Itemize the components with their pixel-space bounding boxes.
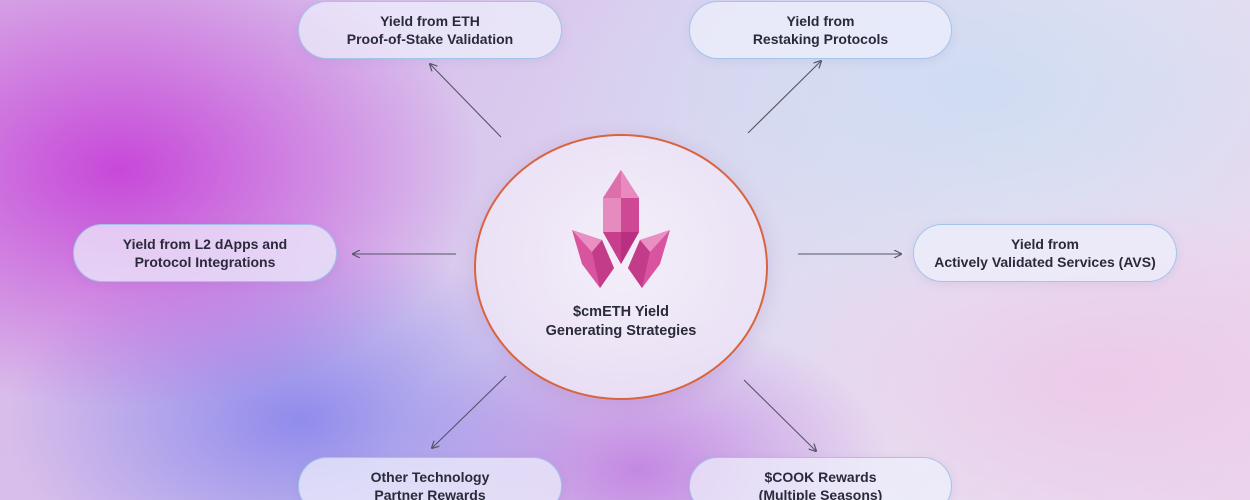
node-eth-pos-line1: Yield from ETH: [380, 13, 480, 29]
node-restaking-line2: Restaking Protocols: [752, 31, 889, 47]
node-restaking-protocols: Yield from Restaking Protocols: [689, 1, 952, 59]
node-eth-pos-validation: Yield from ETH Proof-of-Stake Validation: [298, 1, 562, 59]
center-label: $cmETH Yield Generating Strategies: [474, 303, 768, 341]
node-partner-line2: Partner Rewards: [374, 487, 486, 500]
arrow-to-restaking: [747, 61, 821, 134]
node-avs-line1: Yield from: [1011, 236, 1079, 252]
node-cook-line2: (Multiple Seasons): [758, 487, 883, 500]
node-avs: Yield from Actively Validated Services (…: [913, 224, 1177, 282]
node-cook-rewards: $COOK Rewards (Multiple Seasons): [689, 457, 952, 500]
node-l2-line1: Yield from L2 dApps and: [122, 236, 288, 252]
arrow-to-eth-pos: [430, 64, 502, 138]
node-partner-line1: Other Technology: [370, 469, 490, 485]
center-node: $cmETH Yield Generating Strategies: [474, 134, 768, 400]
node-eth-pos-line2: Proof-of-Stake Validation: [346, 31, 514, 47]
node-avs-line2: Actively Validated Services (AVS): [934, 254, 1156, 270]
gem-logo-icon: [572, 170, 670, 288]
node-cook-line1: $COOK Rewards: [764, 469, 877, 485]
center-title-line2: Generating Strategies: [545, 323, 697, 339]
node-restaking-line1: Yield from: [786, 13, 855, 29]
node-partner-rewards: Other Technology Partner Rewards: [298, 457, 562, 500]
center-title-line1: $cmETH Yield: [573, 304, 669, 320]
node-l2-line2: Protocol Integrations: [134, 254, 276, 270]
node-l2-dapps: Yield from L2 dApps and Protocol Integra…: [73, 224, 337, 282]
